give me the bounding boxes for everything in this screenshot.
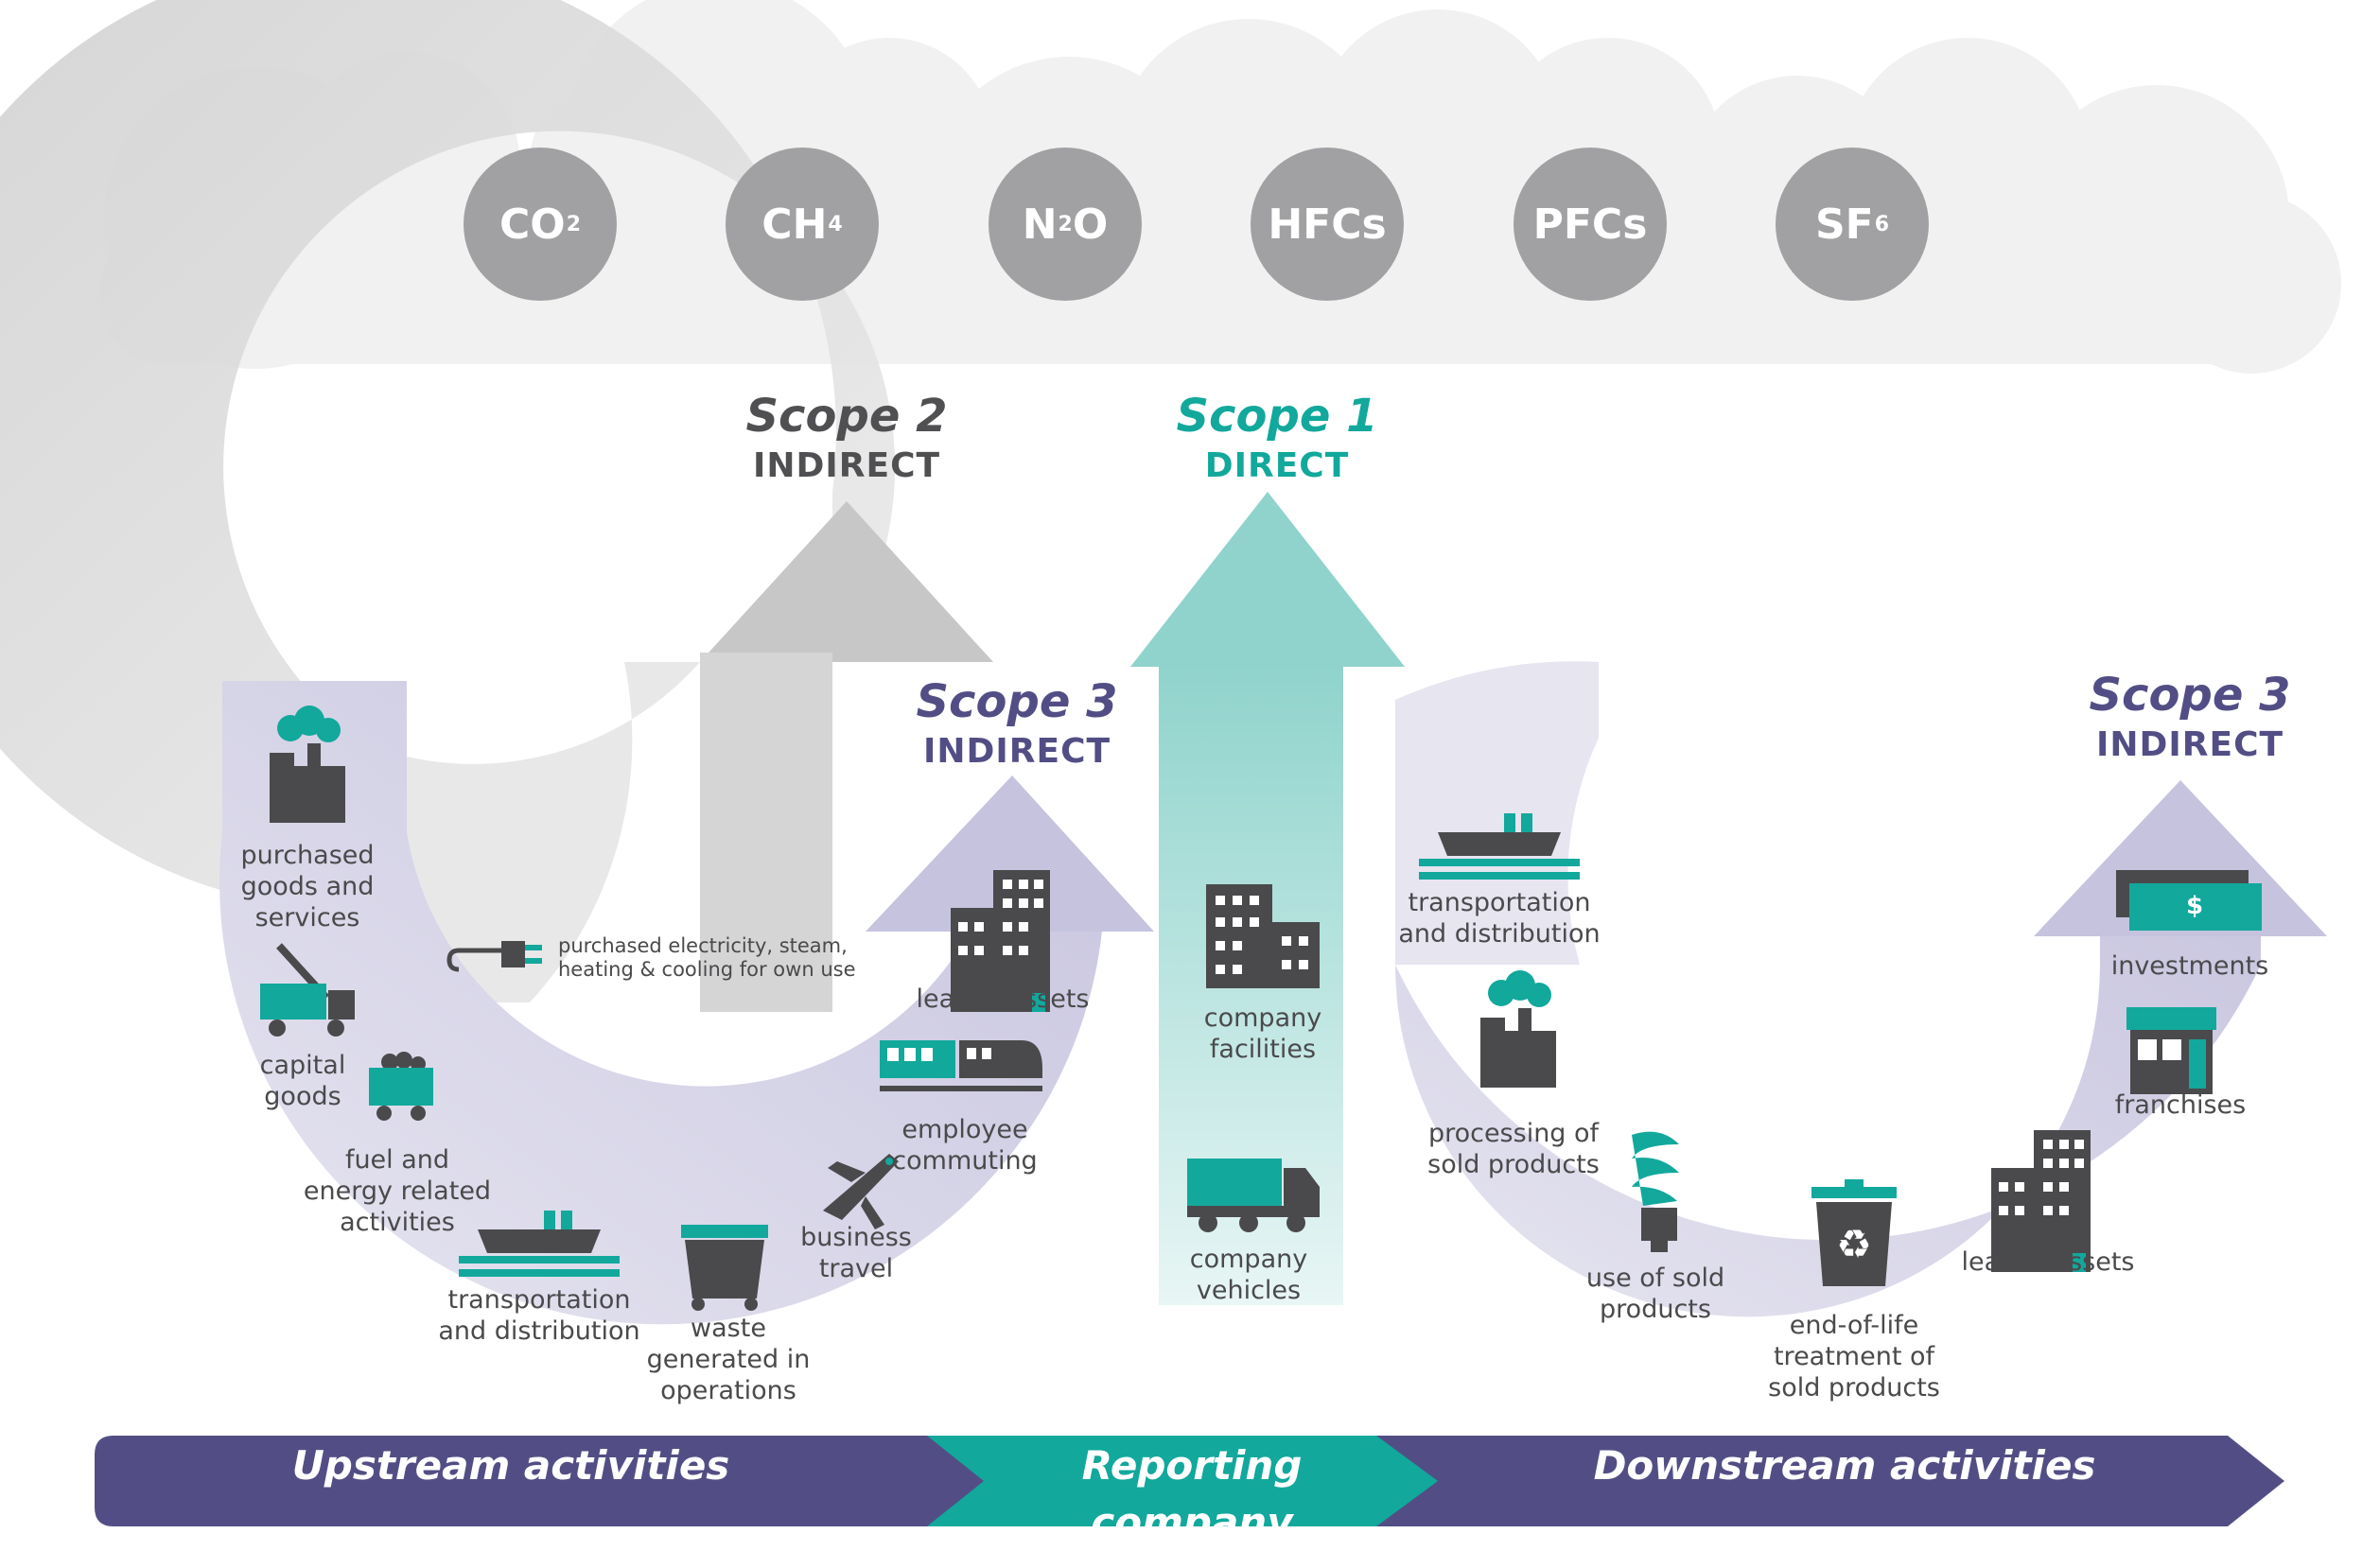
label-business-travel: business travel	[800, 1223, 912, 1283]
scope2-title: Scope 2	[745, 390, 948, 443]
label-purchased-electricity: purchased electricity, steam, heating & …	[558, 934, 856, 981]
label-capital-goods: capital goods	[259, 1051, 346, 1111]
gas-pfcs: PFCs	[1514, 148, 1667, 301]
band-downstream: Downstream activities	[1593, 1442, 2096, 1489]
label-franchises: franchises	[2114, 1090, 2247, 1120]
factory-cloud-icon	[270, 706, 345, 823]
dumpster-icon	[681, 1225, 768, 1311]
label-upstream-leased-assets: leased assets	[916, 985, 1090, 1014]
label-downstream-leased-assets: leased assets	[1961, 1247, 2135, 1277]
label-use-of-products: use of sold products	[1585, 1263, 1725, 1324]
svg-text:♻: ♻	[1836, 1221, 1872, 1267]
label-processing: processing of sold products	[1427, 1119, 1600, 1179]
scope3-upstream-label: Scope 3 INDIRECT	[889, 673, 1145, 773]
label-employee-commuting: employee commuting	[892, 1115, 1038, 1176]
factory-cloud-icon-downstream	[1480, 970, 1556, 1088]
building-icon-downstream	[1991, 1130, 2091, 1272]
crane-truck-icon	[260, 943, 355, 1037]
scope1-label: Scope 1 DIRECT	[1149, 388, 1405, 487]
label-upstream-transportation: transportation and distribution	[438, 1285, 640, 1346]
scope2-subtitle: INDIRECT	[752, 446, 941, 485]
label-end-of-life: end-of-life treatment of sold products	[1768, 1311, 1940, 1403]
label-company-facilities: company facilities	[1203, 1003, 1322, 1064]
label-company-vehicles: company vehicles	[1189, 1245, 1308, 1305]
scope1-subtitle: DIRECT	[1204, 446, 1350, 485]
building-icon-upstream	[951, 870, 1050, 1012]
scope1-title: Scope 1	[1176, 390, 1378, 443]
coal-cart-icon	[369, 1052, 433, 1121]
scope2-label: Scope 2 INDIRECT	[719, 388, 974, 487]
label-investments: investments	[2110, 951, 2269, 981]
facility-building-icon	[1206, 884, 1320, 988]
ship-icon	[459, 1211, 620, 1277]
dollar-sign-icon: $	[2185, 892, 2204, 920]
storefront-icon	[2126, 1007, 2216, 1094]
band-reporting-company: Reporting company	[1081, 1442, 1303, 1545]
scope3-upstream-title: Scope 3	[916, 675, 1118, 728]
plug-icon	[446, 941, 542, 972]
band-upstream: Upstream activities	[291, 1442, 730, 1489]
gas-hfcs: HFCs	[1251, 148, 1404, 301]
truck-icon	[1187, 1159, 1320, 1232]
label-waste: waste generated in operations	[646, 1314, 811, 1405]
scope3-downstream-title: Scope 3	[2089, 669, 2291, 722]
scope3-upstream-subtitle: INDIRECT	[922, 732, 1111, 771]
scope3-downstream-subtitle: INDIRECT	[2095, 725, 2284, 764]
money-icon	[2116, 870, 2262, 931]
activity-band	[95, 1436, 2284, 1526]
label-purchased-goods: purchased goods and services	[240, 841, 375, 932]
label-fuel-energy: fuel and energy related activities	[303, 1145, 492, 1237]
light-bulb-icon	[1632, 1131, 1679, 1252]
scope3-downstream-label: Scope 3 INDIRECT	[2062, 667, 2318, 766]
ship-icon-downstream	[1419, 813, 1580, 880]
train-icon	[880, 1040, 1042, 1091]
airplane-icon	[823, 1154, 899, 1229]
recycle-bin-icon: ♻	[1811, 1179, 1897, 1286]
label-downstream-transportation: transportation and distribution	[1398, 888, 1601, 949]
